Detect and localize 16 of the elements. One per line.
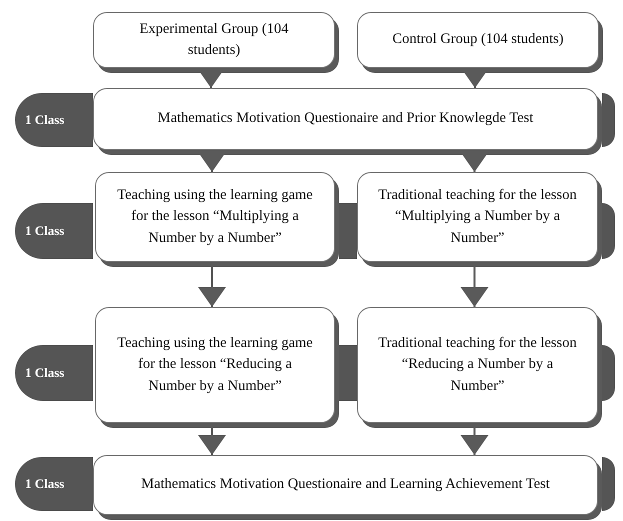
box-text: Teaching using the learning game for the lesson “Reducing a Number by a Number” <box>116 334 314 396</box>
class-band <box>15 345 93 401</box>
box-text: Teaching using the learning game for the lesson “Multiplying a Number by a Number” <box>116 186 314 248</box>
box-text: Traditional teaching for the lesson “Multiplying a Number by a Number” <box>377 186 578 248</box>
class-band <box>15 457 93 511</box>
box-text: Experimental Group (104 students) <box>138 20 290 60</box>
class-label: 1 Class <box>25 475 64 494</box>
class-label: 1 Class <box>25 111 64 130</box>
class-band <box>15 203 93 259</box>
class-label: 1 Class <box>25 364 64 382</box>
box-text: Control Group (104 students) <box>392 30 564 50</box>
box-text: Mathematics Motivation Questionaire and Learning Achievement Test <box>141 475 550 494</box>
box-text: Mathematics Motivation Questionaire and Prior Knowlegde Test <box>158 109 534 128</box>
box-text: Traditional teaching for the lesson “Reducing a Number by a Number” <box>377 334 578 396</box>
class-label: 1 Class <box>25 222 64 240</box>
class-band <box>15 93 93 147</box>
